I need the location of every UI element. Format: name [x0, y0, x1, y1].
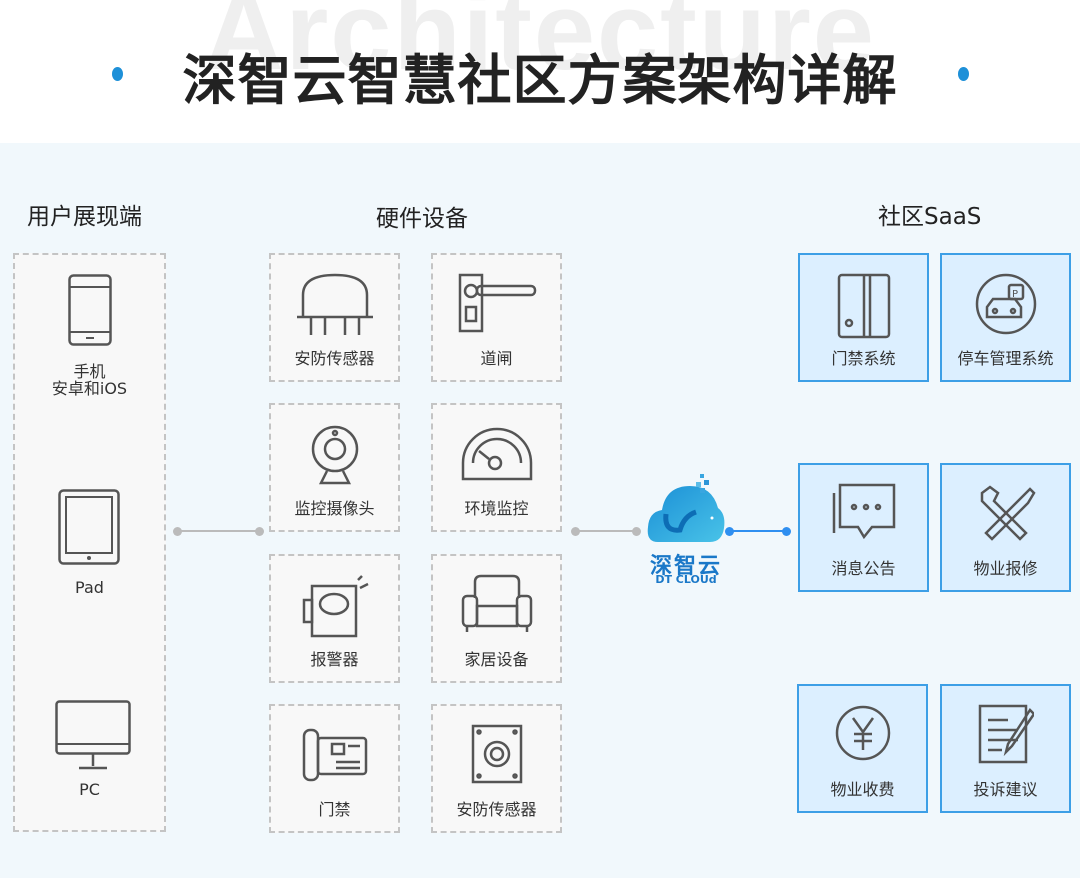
logo-name: 深智云 — [649, 554, 722, 579]
hardware-card: 门禁 — [269, 704, 400, 833]
saas-card-message[interactable]: 消息公告 — [798, 463, 929, 592]
card-label: 物业报修 — [973, 559, 1038, 578]
connector-dot — [255, 527, 264, 536]
hardware-card: 报警器 — [269, 554, 400, 683]
hardware-card: 家居设备 — [431, 554, 562, 683]
card-label: 环境监控 — [464, 499, 529, 518]
client-heading: 用户展现端 — [27, 204, 142, 230]
saas-card-door[interactable]: 门禁系统 — [798, 253, 929, 382]
device-label: 手机 — [73, 362, 106, 381]
client-box — [13, 253, 166, 832]
device-sublabel: 安卓和iOS — [51, 379, 128, 398]
title-dot-right — [958, 67, 969, 81]
sofa-icon — [461, 574, 532, 632]
card-label: 家居设备 — [464, 650, 529, 669]
camera-icon — [311, 425, 358, 485]
saas-card-repair[interactable]: 物业报修 — [940, 463, 1071, 592]
connector-dot — [571, 527, 580, 536]
door-icon — [837, 273, 890, 339]
title-dot-left — [112, 67, 123, 81]
card-label: 道闸 — [480, 349, 513, 368]
device-label: Pad — [75, 578, 104, 597]
connector-dot — [782, 527, 791, 536]
hardware-card: 监控摄像头 — [269, 403, 400, 532]
hardware-heading: 硬件设备 — [376, 206, 468, 232]
card-label: 报警器 — [310, 650, 359, 669]
parking-icon: P — [975, 273, 1036, 335]
svg-text:P: P — [1012, 289, 1018, 300]
intercom-icon — [302, 728, 367, 782]
header: Architecture 深智云智慧社区方案架构详解 — [0, 0, 1080, 143]
card-label: 消息公告 — [831, 559, 896, 578]
sensor-icon — [296, 273, 373, 335]
barrier-gate-icon — [458, 273, 536, 333]
connector-line — [177, 530, 259, 532]
card-label: 监控摄像头 — [294, 499, 375, 518]
card-label: 门禁 — [318, 800, 351, 819]
repair-icon — [980, 485, 1036, 541]
device-label: PC — [79, 780, 100, 799]
connector-dot — [632, 527, 641, 536]
message-icon — [832, 483, 895, 540]
card-label: 停车管理系统 — [957, 349, 1054, 368]
saas-card-parking[interactable]: P 停车管理系统 — [940, 253, 1071, 382]
cloud-logo-icon — [647, 474, 725, 542]
card-label: 门禁系统 — [831, 349, 896, 368]
connector-dot — [725, 527, 734, 536]
card-label: 安防传感器 — [294, 349, 375, 368]
logo-subtitle: DT CLOUd — [655, 573, 717, 586]
card-label: 投诉建议 — [973, 780, 1038, 799]
hardware-card: 道闸 — [431, 253, 562, 382]
saas-card-complaint[interactable]: 投诉建议 — [940, 684, 1071, 813]
page-title: 深智云智慧社区方案架构详解 — [182, 49, 898, 112]
saas-card-fees[interactable]: 物业收费 — [797, 684, 928, 813]
card-label: 物业收费 — [830, 780, 895, 799]
monitor-icon — [55, 700, 131, 770]
hardware-card: 环境监控 — [431, 403, 562, 532]
tablet-icon — [58, 489, 120, 565]
alarm-icon — [302, 575, 369, 638]
safe-sensor-icon — [471, 724, 522, 784]
complaint-icon — [978, 704, 1034, 764]
connector-line — [576, 530, 636, 532]
phone-icon — [68, 274, 112, 346]
yuan-icon — [835, 705, 890, 761]
gauge-icon — [461, 427, 532, 481]
hardware-card: 安防传感器 — [431, 704, 562, 833]
card-label: 安防传感器 — [456, 800, 537, 819]
hardware-card: 安防传感器 — [269, 253, 400, 382]
watermark: Architecture — [204, 0, 876, 93]
saas-heading: 社区SaaS — [878, 204, 982, 230]
connector-dot — [173, 527, 182, 536]
connector-line — [730, 530, 786, 532]
